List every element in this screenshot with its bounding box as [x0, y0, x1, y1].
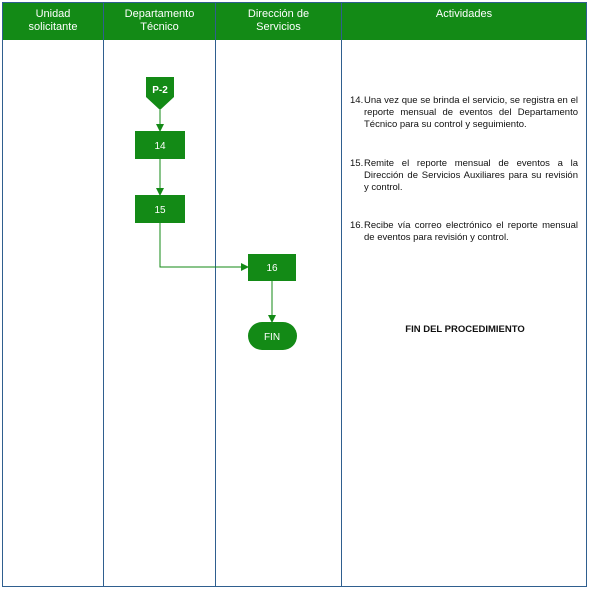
activity-16-number: 16. — [350, 220, 364, 231]
process-box-15-label: 15 — [154, 205, 166, 216]
activity-16: 16. Recibe vía correo electrónico el rep… — [350, 220, 578, 244]
activity-14-number: 14. — [350, 95, 364, 106]
activity-15-number: 15. — [350, 158, 364, 169]
end-of-procedure-label: FIN DEL PROCEDIMIENTO — [405, 324, 525, 335]
process-box-14-label: 14 — [154, 141, 166, 152]
process-box-16-label: 16 — [266, 263, 278, 274]
activity-14-text: Una vez que se brinda el servicio, se re… — [364, 95, 578, 130]
activity-14: 14. Una vez que se brinda el servicio, s… — [350, 95, 578, 131]
process-box-15 — [135, 195, 185, 223]
header-unidad-line1: Unidad — [35, 8, 71, 20]
offpage-connector-shape — [146, 77, 174, 110]
terminator-fin-label: FIN — [264, 332, 280, 343]
arrow-15-to-16 — [159, 223, 249, 271]
header-direccion-line1: Dirección de — [247, 8, 310, 20]
header-direccion-line2: Servicios — [256, 21, 301, 33]
header-depto-line1: Departamento — [124, 8, 195, 20]
lane-divider-3 — [341, 2, 342, 587]
offpage-connector-label: P-2 — [152, 85, 168, 96]
lane-divider-2 — [215, 2, 216, 587]
lane-divider-1 — [103, 2, 104, 587]
activity-15-text: Remite el reporte mensual de eventos a l… — [364, 158, 578, 193]
header-actividades: Actividades — [342, 2, 586, 40]
activity-15: 15. Remite el reporte mensual de eventos… — [350, 158, 578, 194]
process-box-14 — [135, 131, 185, 159]
header-depto-line2: Técnico — [140, 21, 179, 33]
header-unidad-line2: solicitante — [28, 21, 78, 33]
header-actividades-label: Actividades — [435, 8, 493, 20]
terminator-fin — [248, 322, 297, 350]
activity-16-text: Recibe vía correo electrónico el reporte… — [364, 220, 578, 243]
process-box-16 — [248, 254, 296, 281]
